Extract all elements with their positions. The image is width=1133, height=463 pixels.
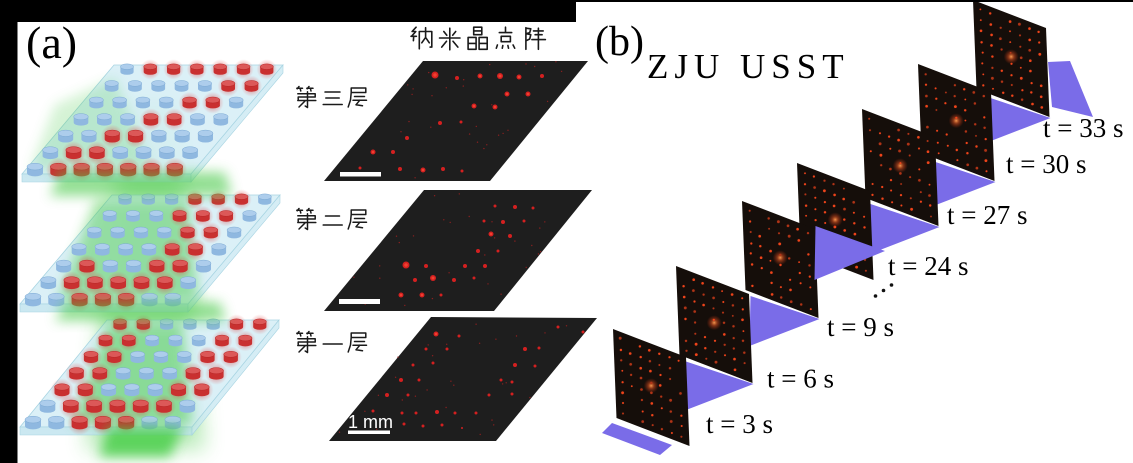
svg-text:t = 9 s: t = 9 s: [827, 312, 894, 342]
svg-text:t = 27 s: t = 27 s: [947, 200, 1028, 230]
svg-text:(b): (b): [595, 19, 644, 65]
svg-text:ZJU USST: ZJU USST: [647, 47, 850, 86]
svg-text:t = 24 s: t = 24 s: [888, 251, 969, 281]
svg-text:1 mm: 1 mm: [348, 412, 393, 432]
svg-text:t = 3 s: t = 3 s: [706, 409, 773, 439]
svg-text:t = 6 s: t = 6 s: [767, 364, 834, 394]
svg-text:t = 30 s: t = 30 s: [1006, 149, 1087, 179]
svg-text:t = 33 s: t = 33 s: [1043, 113, 1124, 143]
svg-text:(a): (a): [26, 17, 77, 68]
